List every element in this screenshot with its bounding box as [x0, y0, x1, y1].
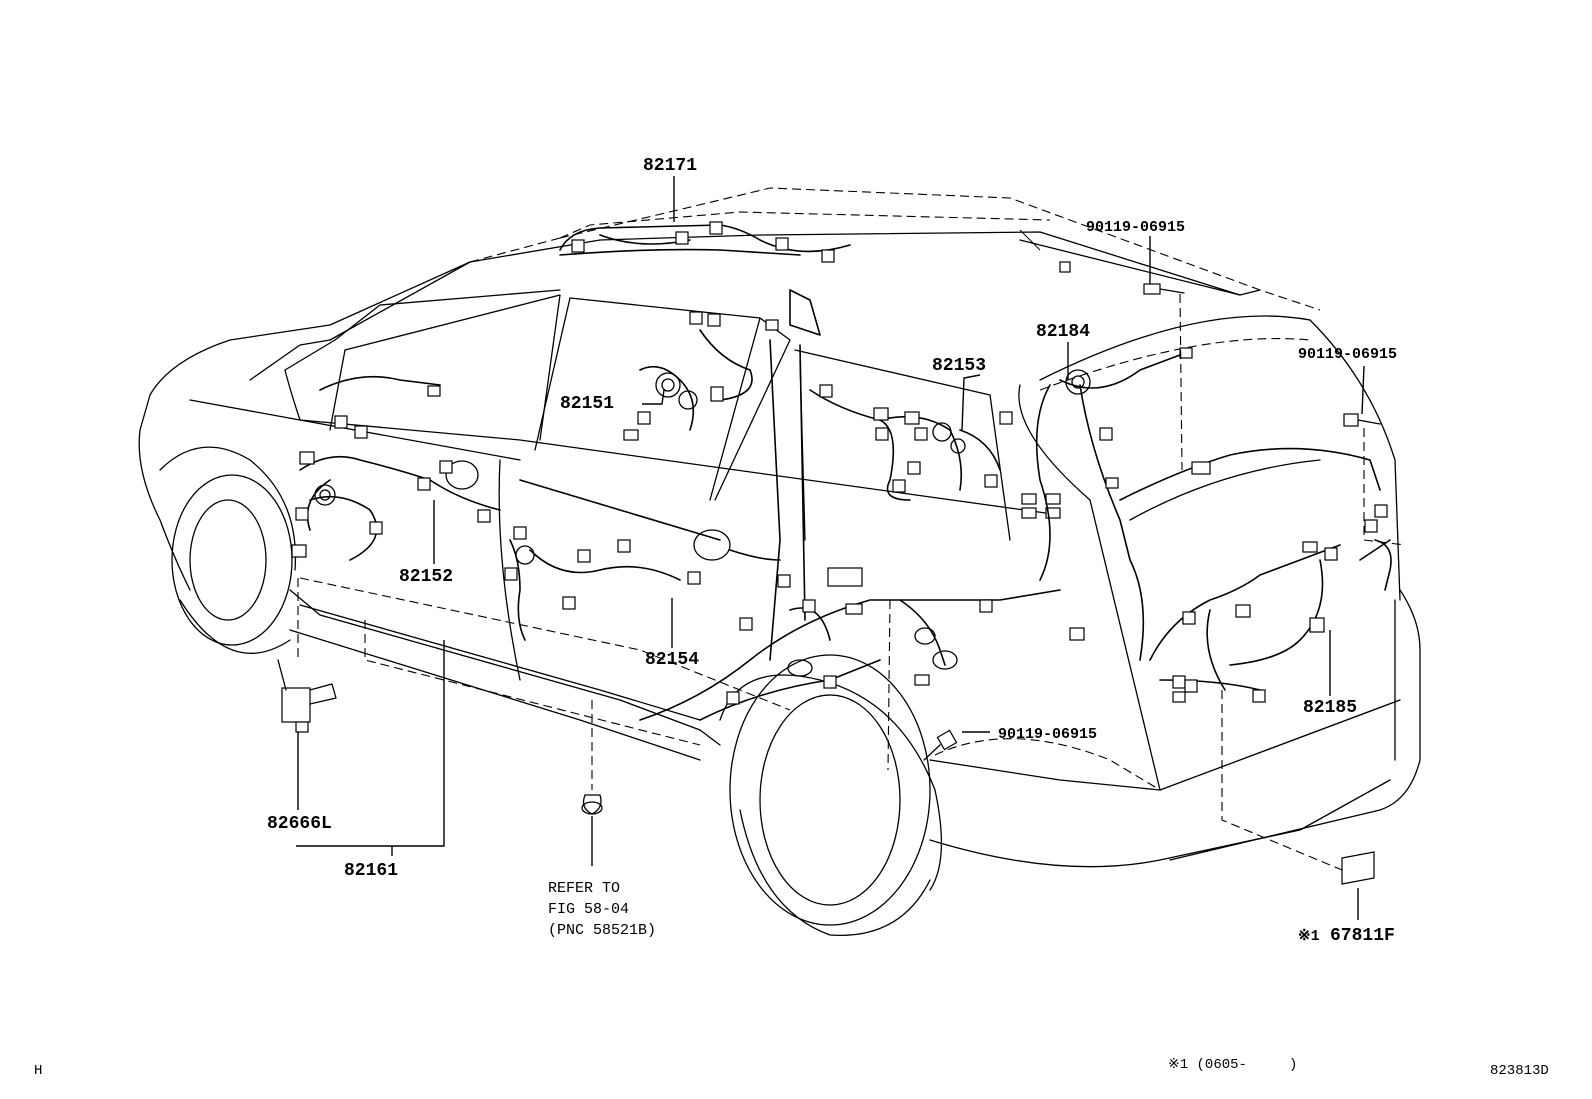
label-mark-symbol: ※1 [1298, 928, 1320, 945]
bolt-floor [923, 729, 958, 761]
footer-illustration-code: 823813D [1490, 1063, 1549, 1079]
refer-note-line-3: (PNC 58521B) [548, 922, 656, 939]
footer-left-mark: H [34, 1063, 42, 1079]
label-82161: 82161 [344, 861, 398, 881]
wiring-harness [291, 221, 1392, 721]
label-67811F: 67811F [1330, 926, 1395, 946]
label-plate-67811F [1341, 851, 1375, 885]
label-82171: 82171 [643, 156, 697, 176]
bolt-top [1143, 283, 1185, 295]
bracket-82666L [277, 659, 337, 733]
label-90119-06915-right: 90119-06915 [1298, 346, 1397, 363]
label-82154: 82154 [645, 650, 699, 670]
footer-applicability-note: ※1 (0605- ) [1168, 1057, 1297, 1073]
refer-note: REFER TO FIG 58-04 (PNC 58521B) [548, 880, 656, 939]
leader-lines [296, 176, 1406, 920]
label-82666L: 82666L [267, 814, 332, 834]
label-82153: 82153 [932, 356, 986, 376]
label-82184: 82184 [1036, 322, 1090, 342]
refer-note-line-1: REFER TO [548, 880, 620, 897]
label-82151: 82151 [560, 394, 614, 414]
part-labels: 82171 90119-06915 82184 90119-06915 8215… [267, 156, 1397, 946]
refer-note-line-2: FIG 58-04 [548, 901, 629, 918]
label-90119-06915-floor: 90119-06915 [998, 726, 1097, 743]
bolt-right [1343, 413, 1381, 427]
label-82152: 82152 [399, 567, 453, 587]
label-90119-06915-top: 90119-06915 [1086, 219, 1185, 236]
clip-58521B [581, 794, 603, 815]
label-82185: 82185 [1303, 698, 1357, 718]
footer: H ※1 (0605- ) 823813D [34, 1057, 1549, 1079]
